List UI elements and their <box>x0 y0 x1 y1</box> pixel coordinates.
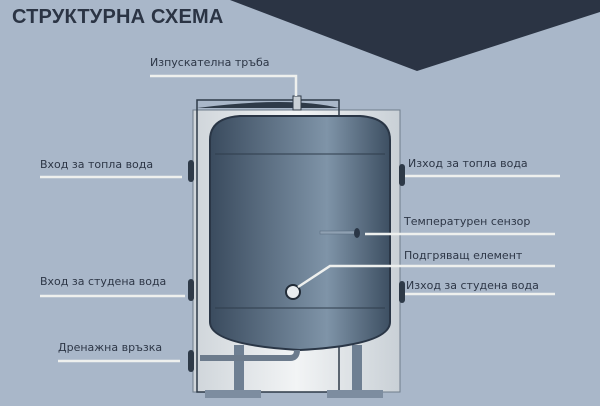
label-temp-sensor: Температурен сензор <box>404 215 531 228</box>
label-hot-in: Вход за топла вода <box>40 158 154 171</box>
label-hot-out: Изход за топла вода <box>408 157 528 170</box>
tank-body <box>209 115 391 352</box>
label-vent-pipe: Изпускателна тръба <box>150 56 270 69</box>
label-heating-element: Подгряващ елемент <box>404 249 523 262</box>
label-cold-in: Вход за студена вода <box>40 275 167 288</box>
label-cold-out: Изход за студена вода <box>406 279 539 292</box>
decorative-triangle <box>230 0 600 71</box>
page-title: СТРУКТУРНА СХЕМА <box>12 6 224 28</box>
leader-lines <box>40 74 560 363</box>
label-drain: Дренажна връзка <box>58 341 163 354</box>
